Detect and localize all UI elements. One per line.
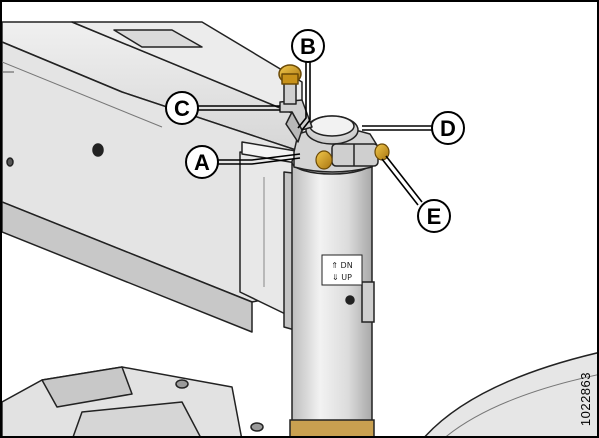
- callout-d: D: [431, 111, 465, 145]
- lock-pin-handle: [278, 64, 313, 143]
- callout-b-label: B: [300, 34, 316, 59]
- callout-e: E: [417, 199, 451, 233]
- leader-a: [218, 153, 301, 161]
- leader-b: [297, 62, 307, 129]
- frame-beam: [2, 21, 303, 333]
- decal-line-1: ⇑ DN: [331, 261, 352, 270]
- callout-a-label: A: [194, 150, 210, 175]
- tube-decal: ⇑ DN ⇓ UP: [321, 254, 363, 286]
- bolt-left-icon: [315, 150, 333, 170]
- figure-number: 1022863: [578, 371, 593, 426]
- collar-bolts: [315, 143, 390, 170]
- decal-line-2: ⇓ UP: [332, 273, 352, 282]
- frame-hole: [92, 143, 104, 157]
- vertical-tube: [289, 149, 375, 436]
- callout-b: B: [291, 29, 325, 63]
- callout-a: A: [185, 145, 219, 179]
- callout-c-label: C: [174, 96, 190, 121]
- lower-housing: [2, 352, 597, 436]
- leader-e: [385, 155, 423, 203]
- leader-lines: [198, 62, 432, 206]
- callout-e-label: E: [427, 204, 442, 229]
- clamp-collar: [293, 115, 381, 173]
- callout-d-label: D: [440, 116, 456, 141]
- callout-c: C: [165, 91, 199, 125]
